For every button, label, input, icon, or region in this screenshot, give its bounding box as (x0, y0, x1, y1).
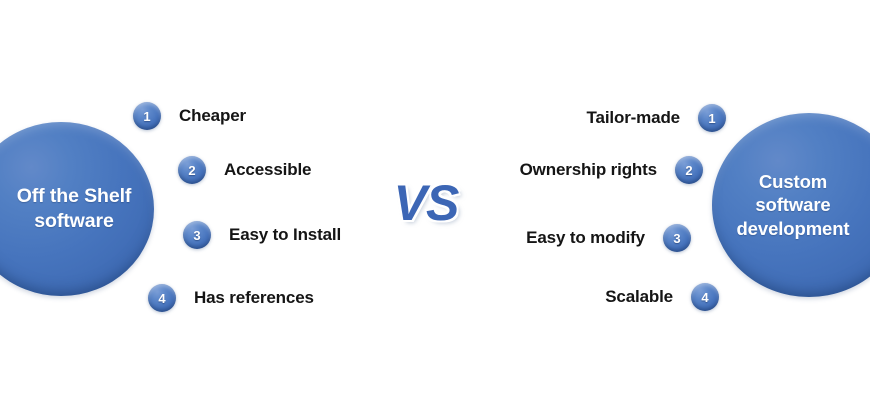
number-badge-3: 3 (663, 224, 691, 252)
number-badge-1: 1 (133, 102, 161, 130)
number-badge-1: 1 (698, 104, 726, 132)
right-category-label: Custom software development (736, 171, 850, 239)
right-feature-label-3: Easy to modify (526, 228, 645, 247)
number-badge-4: 4 (691, 283, 719, 311)
left-feature-label-4: Has references (194, 288, 314, 307)
number-badge-3: 3 (183, 221, 211, 249)
left-feature-item-2: 2 Accessible (178, 156, 311, 184)
versus-label: VS (393, 175, 460, 231)
left-feature-item-3: 3 Easy to Install (183, 221, 341, 249)
left-feature-label-3: Easy to Install (229, 225, 342, 244)
left-feature-label-1: Cheaper (179, 106, 246, 125)
left-category-label: Off the Shelf software (16, 185, 132, 232)
left-feature-item-4: 4 Has references (148, 284, 314, 312)
left-feature-item-1: 1 Cheaper (133, 102, 246, 130)
right-feature-item-4: Scalable 4 (605, 283, 719, 311)
right-feature-item-3: Easy to modify 3 (526, 224, 691, 252)
right-feature-label-1: Tailor-made (586, 108, 681, 127)
left-category-circle: Off the Shelf software (0, 122, 154, 296)
number-badge-2: 2 (675, 156, 703, 184)
number-badge-4: 4 (148, 284, 176, 312)
right-feature-label-2: Ownership rights (519, 160, 658, 179)
right-feature-item-1: Tailor-made 1 (587, 104, 726, 132)
right-feature-item-2: Ownership rights 2 (520, 156, 703, 184)
right-category-circle: Custom software development (712, 113, 870, 297)
left-feature-label-2: Accessible (224, 160, 312, 179)
number-badge-2: 2 (178, 156, 206, 184)
right-feature-label-4: Scalable (605, 287, 673, 306)
